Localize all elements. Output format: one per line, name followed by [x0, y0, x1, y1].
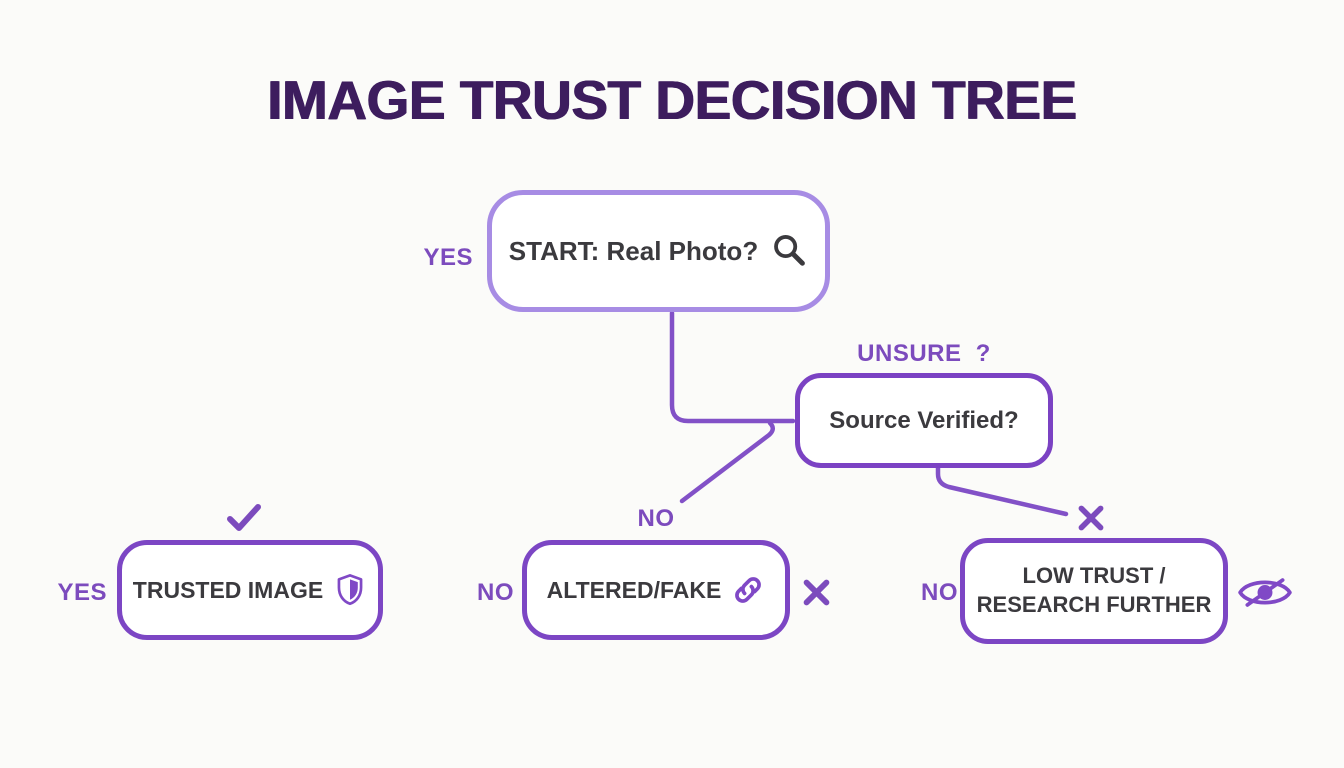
node-source-verified: Source Verified? [795, 373, 1053, 468]
page-title: IMAGE TRUST DECISION TREE [267, 69, 1077, 131]
branch-label-yes-start: YES [423, 244, 473, 271]
magnifier-icon [770, 232, 808, 270]
node-trusted-label: TRUSTED IMAGE [132, 576, 324, 603]
check-mark [225, 502, 263, 534]
node-altered-label: ALTERED/FAKE [546, 576, 722, 603]
connector-source-to-x [935, 462, 1069, 517]
node-lowtrust-label: LOW TRUST / RESEARCH FURTHER [976, 563, 1212, 617]
x-mark-lowtrust [1076, 503, 1106, 533]
node-source-label: Source Verified? [829, 406, 1019, 434]
node-low-trust: LOW TRUST / RESEARCH FURTHER [960, 538, 1228, 644]
node-start-real-photo: START: Real Photo? [487, 190, 830, 312]
x-mark-altered [801, 577, 832, 608]
node-altered-fake: ALTERED/FAKE [522, 540, 790, 640]
node-trusted-image: TRUSTED IMAGE [117, 540, 383, 640]
connector-start-to-source [669, 310, 796, 424]
node-start-label: START: Real Photo? [508, 235, 759, 266]
branch-label-no-top: NO [637, 505, 675, 532]
eye-off-icon [1237, 570, 1293, 615]
chain-link-icon [731, 573, 765, 607]
connector-source-to-no [679, 420, 775, 504]
branch-label-yes-trusted: YES [57, 579, 107, 606]
branch-label-no-altered: NO [477, 579, 514, 606]
branch-label-unsure: UNSURE ? [857, 340, 991, 367]
branch-label-no-lowtrust: NO [921, 579, 958, 606]
shield-icon [333, 572, 367, 608]
